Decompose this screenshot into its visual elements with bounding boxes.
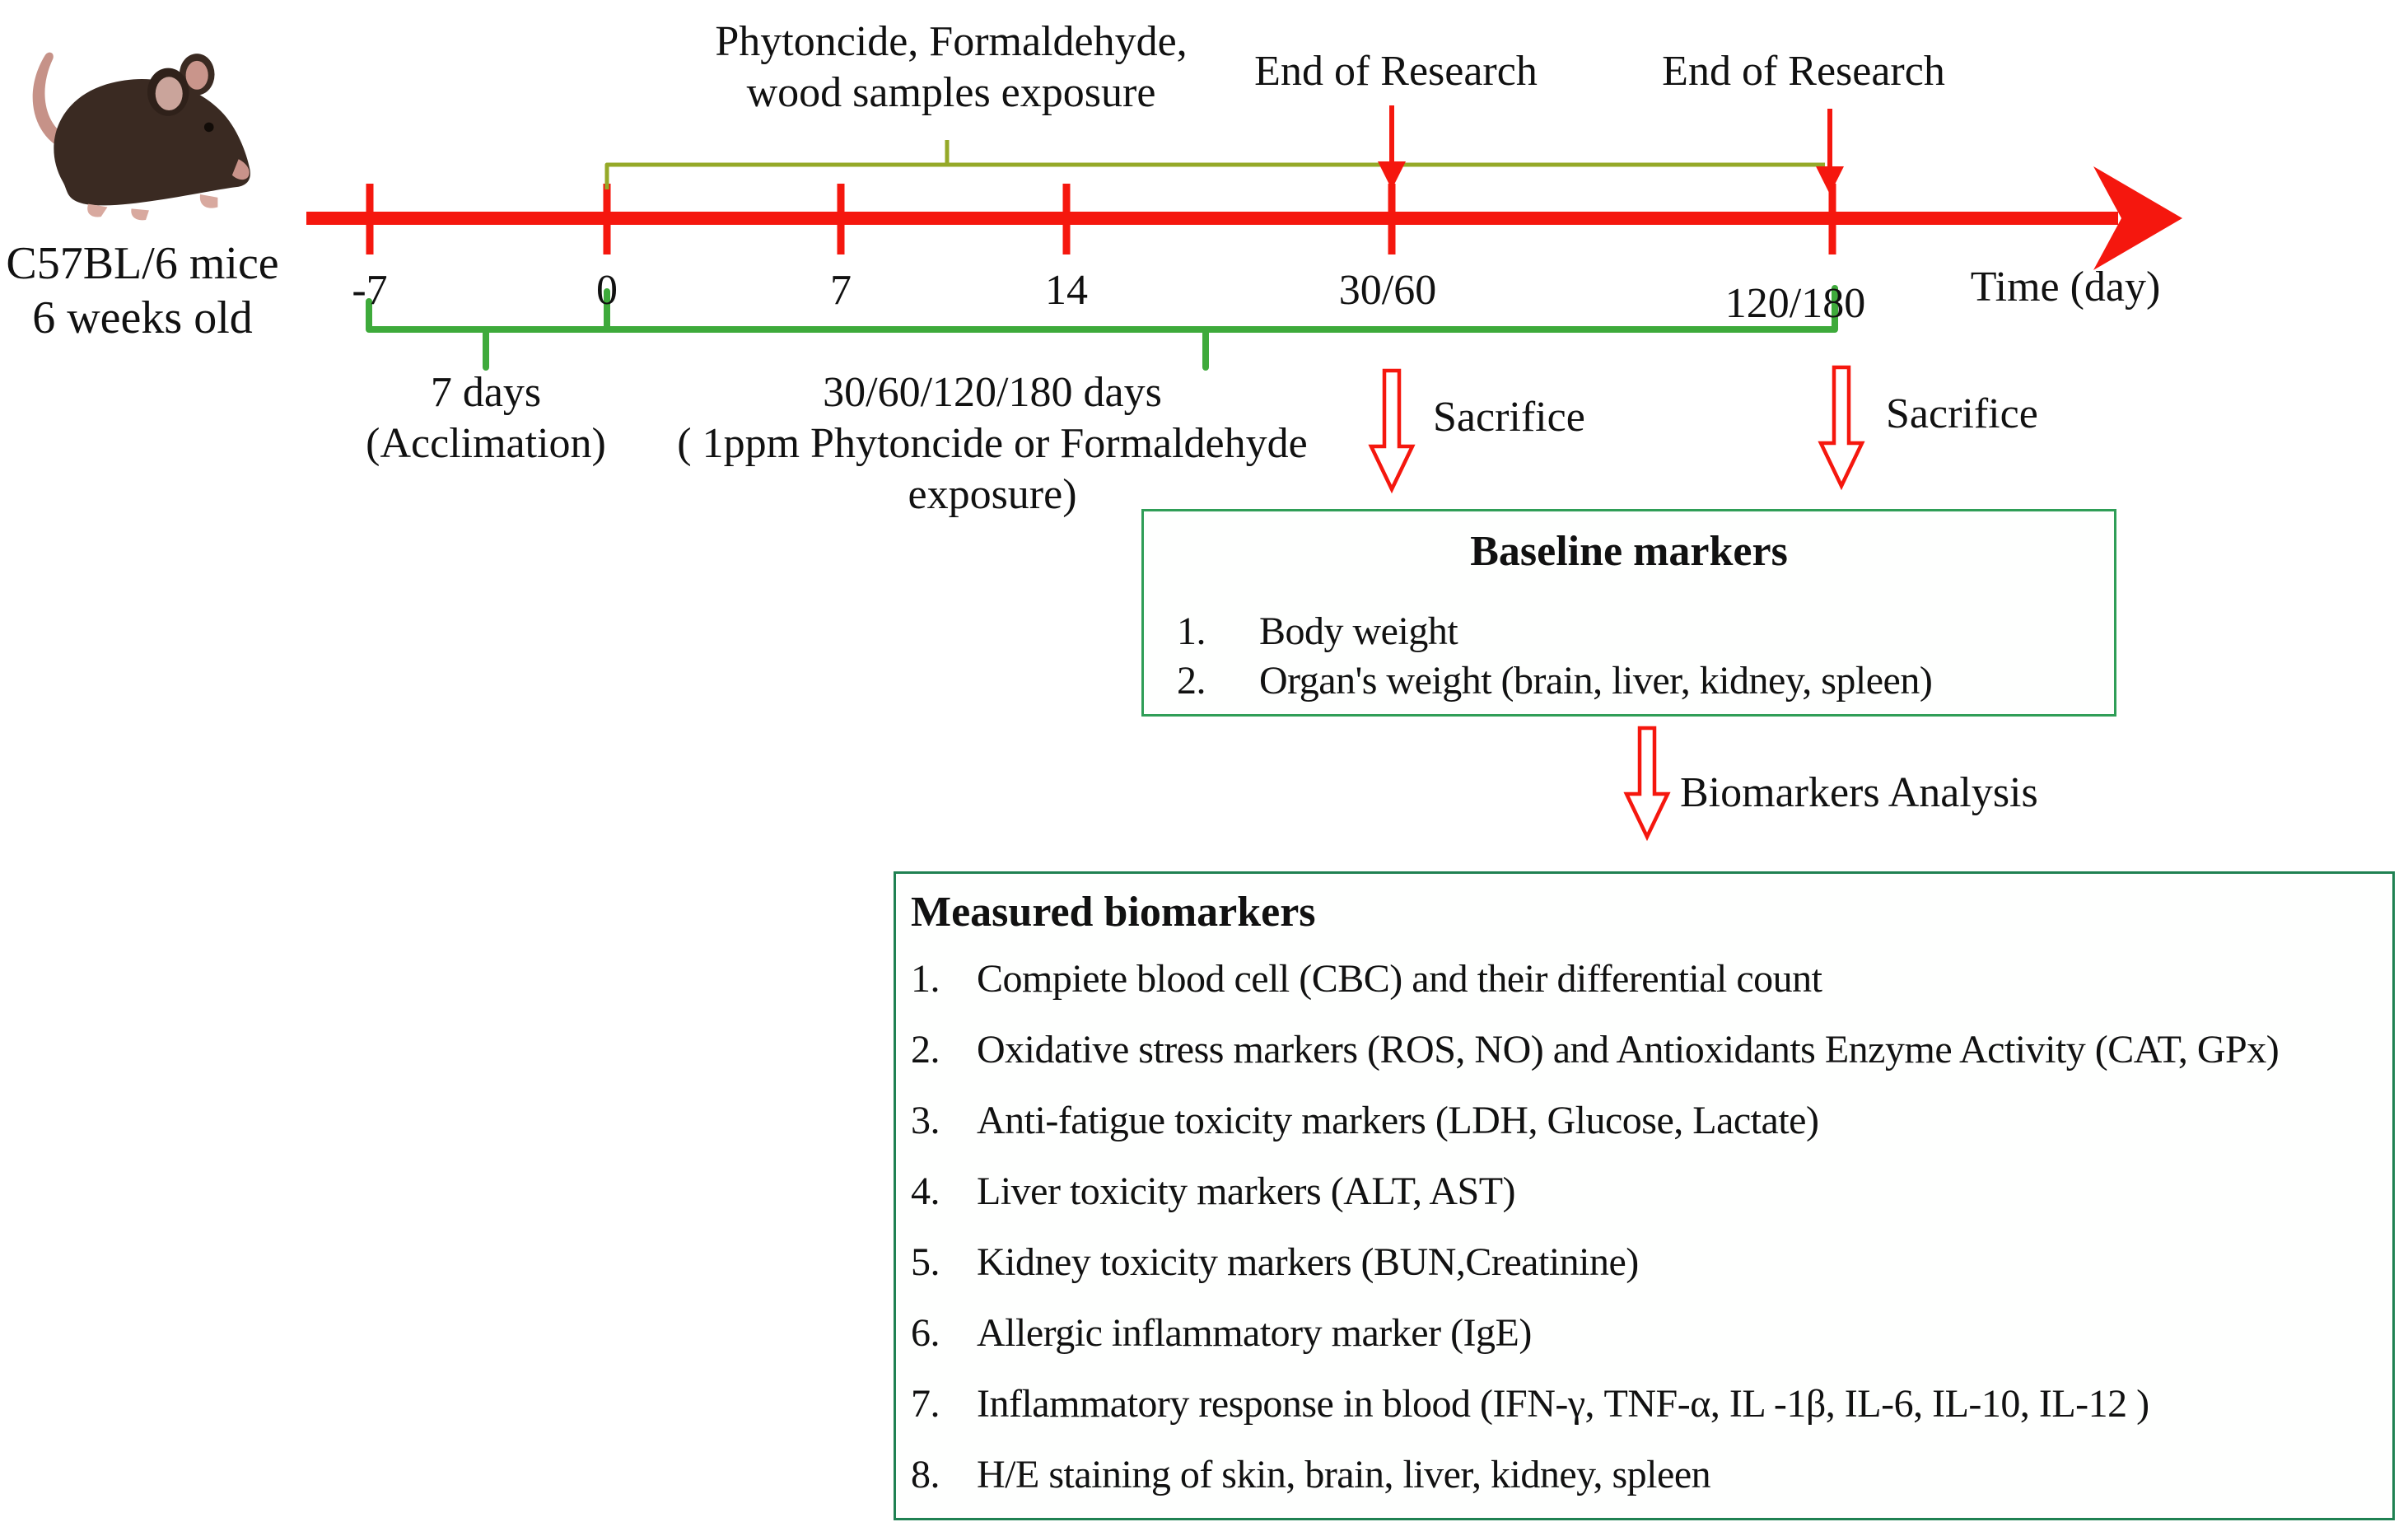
mouse-photo: [32, 52, 250, 221]
list-item: 1. Compiete blood cell (CBC) and their d…: [896, 955, 1822, 1004]
time-axis-label: Time (day): [1970, 264, 2161, 310]
mouse-ear-far-inner: [185, 60, 208, 90]
mouse-foot: [131, 208, 149, 221]
end-of-research-label-1: End of Research: [1254, 48, 1538, 95]
exposure-bracket: [604, 140, 1825, 189]
mouse-foot: [87, 203, 108, 217]
tick-label-7: 7: [830, 267, 852, 314]
item-text: Compiete blood cell (CBC) and their diff…: [977, 957, 1822, 1001]
list-item: 2. Organ's weight (brain, liver, kidney,…: [1144, 656, 1933, 706]
acclimation-caption: 7 days (Acclimation): [366, 367, 606, 469]
item-text: Liver toxicity markers (ALT, AST): [977, 1170, 1516, 1213]
list-item: 2. Oxidative stress markers (ROS, NO) an…: [896, 1025, 2280, 1075]
tick-label-minus7: -7: [352, 267, 388, 314]
tick-label-0: 0: [596, 267, 618, 314]
list-item: 8. H/E staining of skin, brain, liver, k…: [896, 1450, 1711, 1500]
baseline-box-title: Baseline markers: [1470, 528, 1788, 575]
item-number: 2.: [1177, 659, 1206, 703]
mouse-age-label: 6 weeks old: [32, 292, 253, 343]
item-text: Body weight: [1259, 609, 1458, 653]
period-bracket: [366, 285, 1838, 371]
end-of-research-arrow-icon: [1378, 105, 1406, 189]
list-item: 7. Inflammatory response in blood (IFN-γ…: [896, 1380, 2149, 1429]
item-number: 6.: [911, 1311, 940, 1355]
end-of-research-arrow-icon: [1816, 109, 1844, 194]
baseline-markers-box: Baseline markers 1. Body weight 2. Organ…: [1141, 509, 2116, 717]
mouse-strain-label: C57BL/6 mice: [6, 238, 279, 289]
mouse-ear-near-inner: [155, 77, 183, 111]
item-number: 1.: [911, 957, 940, 1001]
mouse-eye: [203, 122, 214, 133]
sacrifice-arrow-icon: [1818, 365, 1865, 491]
item-number: 3.: [911, 1099, 940, 1142]
mouse-snout: [231, 159, 250, 180]
list-item: 5. Kidney toxicity markers (BUN,Creatini…: [896, 1238, 1639, 1287]
sacrifice-label-1: Sacrifice: [1433, 394, 1585, 441]
timeline-arrow: [306, 166, 2182, 270]
list-item: 4. Liver toxicity markers (ALT, AST): [896, 1167, 1516, 1216]
measured-box-title: Measured biomarkers: [911, 889, 1316, 936]
acclimation-line1: 7 days: [430, 369, 542, 416]
item-number: 8.: [911, 1453, 940, 1496]
item-number: 7.: [911, 1382, 940, 1426]
measured-biomarkers-box: Measured biomarkers 1. Compiete blood ce…: [894, 871, 2395, 1520]
item-text: Kidney toxicity markers (BUN,Creatinine): [977, 1240, 1639, 1284]
timeline-arrowhead-icon: [2093, 166, 2182, 270]
mouse-caption: C57BL/6 mice 6 weeks old: [6, 236, 278, 345]
item-text: Anti-fatigue toxicity markers (LDH, Gluc…: [977, 1099, 1819, 1142]
tick-label-120-180: 120/180: [1724, 280, 1866, 327]
list-item: 3. Anti-fatigue toxicity markers (LDH, G…: [896, 1096, 1819, 1146]
item-text: Organ's weight (brain, liver, kidney, sp…: [1259, 659, 1933, 703]
exposure-caption-line1: Phytoncide, Formaldehyde,: [715, 18, 1188, 65]
exposure-period-line1: 30/60/120/180 days: [823, 369, 1162, 416]
mouse-tail: [32, 52, 81, 153]
mouse-body: [54, 78, 250, 206]
item-text: Inflammatory response in blood (IFN-γ, T…: [977, 1382, 2149, 1426]
exposure-period-line2: ( 1ppm Phytoncide or Formaldehyde: [677, 420, 1308, 467]
item-text: Allergic inflammatory marker (IgE): [977, 1311, 1532, 1355]
mouse-foot: [199, 194, 218, 208]
acclimation-line2: (Acclimation): [366, 420, 606, 467]
exposure-period-caption: 30/60/120/180 days ( 1ppm Phytoncide or …: [677, 367, 1307, 521]
exposure-period-line3: exposure): [908, 471, 1077, 518]
biomarkers-analysis-label: Biomarkers Analysis: [1680, 769, 2038, 816]
exposure-caption-line2: wood samples exposure: [746, 69, 1156, 116]
item-number: 4.: [911, 1170, 940, 1213]
biomarkers-analysis-arrow-icon: [1623, 726, 1671, 842]
item-text: H/E staining of skin, brain, liver, kidn…: [977, 1453, 1711, 1496]
tick-label-14: 14: [1045, 267, 1088, 314]
item-text: Oxidative stress markers (ROS, NO) and A…: [977, 1028, 2280, 1071]
item-number: 5.: [911, 1240, 940, 1284]
tick-label-30-60: 30/60: [1338, 267, 1437, 314]
sacrifice-arrow-icon: [1368, 368, 1416, 494]
item-number: 2.: [911, 1028, 940, 1071]
end-of-research-label-2: End of Research: [1662, 48, 1945, 95]
sacrifice-label-2: Sacrifice: [1886, 390, 2038, 437]
list-item: 6. Allergic inflammatory marker (IgE): [896, 1309, 1532, 1358]
list-item: 1. Body weight: [1144, 607, 1458, 656]
exposure-caption: Phytoncide, Formaldehyde, wood samples e…: [715, 16, 1187, 119]
item-number: 1.: [1177, 609, 1206, 653]
